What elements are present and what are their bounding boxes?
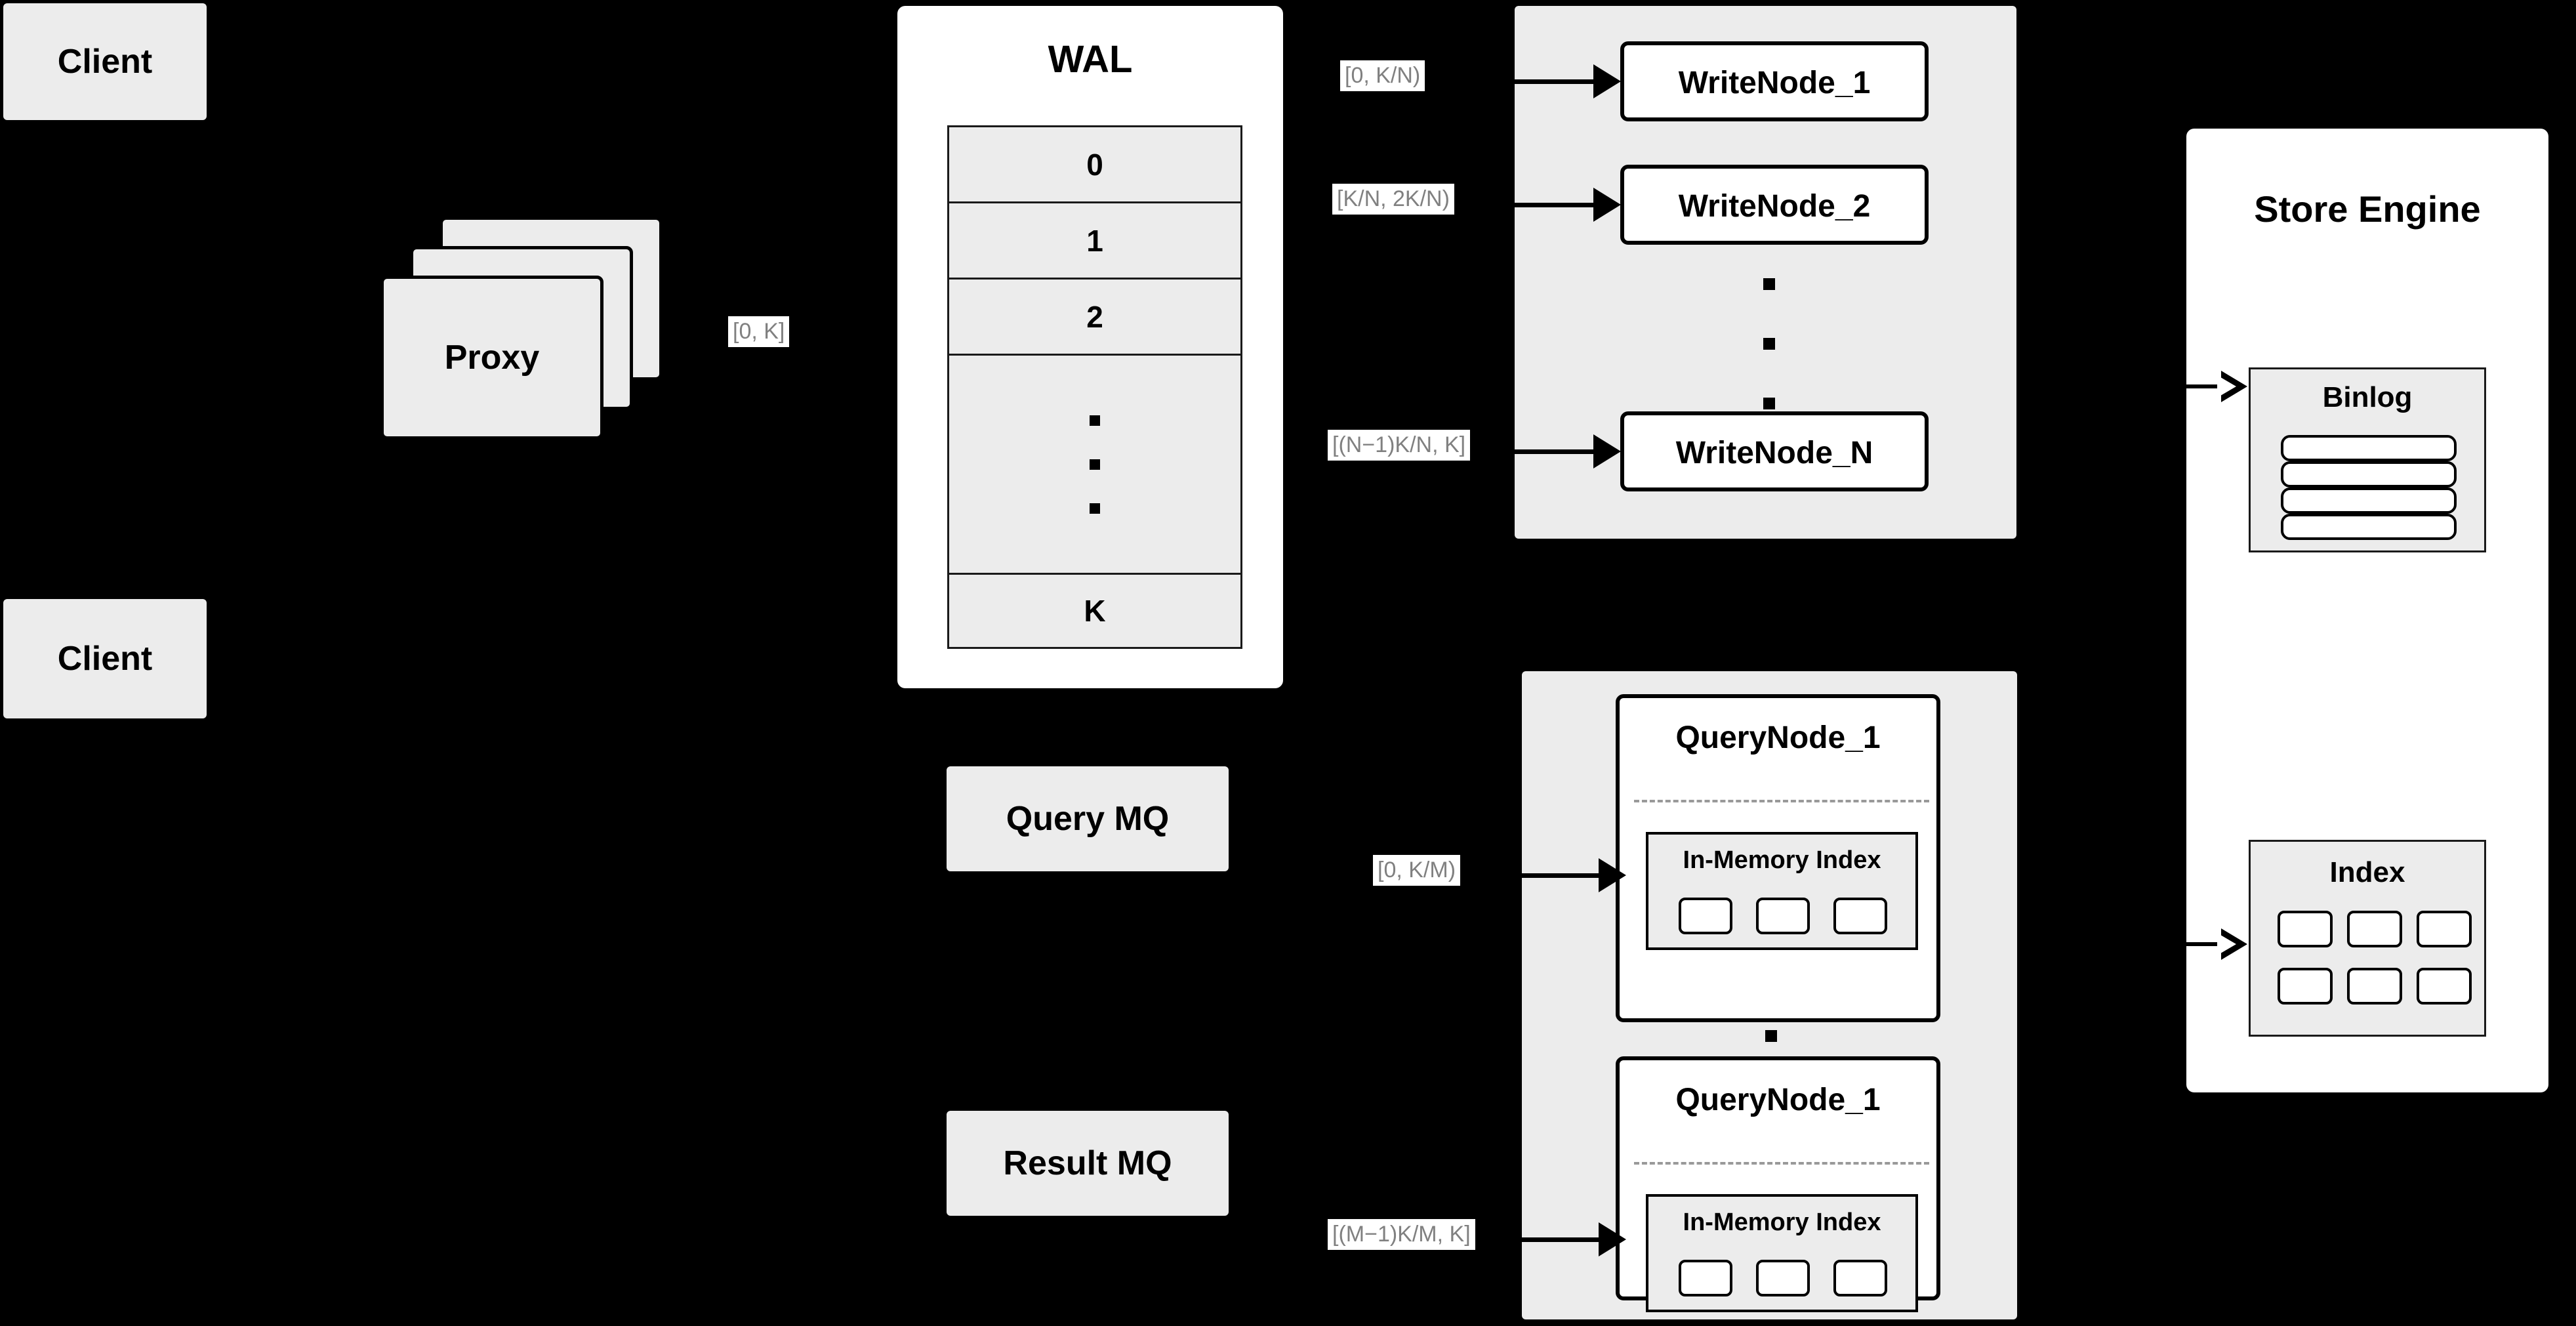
wal-title: WAL [1048, 38, 1133, 81]
index-chip[interactable] [2278, 968, 2333, 1005]
arrow-to-query-node-1 [1522, 858, 1627, 892]
index-chip[interactable] [1756, 898, 1810, 934]
query-edge-label-1: [0, K/M) [1373, 855, 1461, 886]
proxy-card-front[interactable]: Proxy [380, 276, 603, 440]
arrow-to-write-node-n [1515, 434, 1623, 468]
proxy-label: Proxy [444, 339, 540, 377]
query-mq-label: Query MQ [1006, 800, 1170, 838]
arrow-to-index [2183, 928, 2268, 960]
binlog-title: Binlog [2322, 381, 2413, 413]
wal-row[interactable]: 2 [947, 278, 1242, 354]
client-box-2[interactable]: Client [3, 599, 207, 718]
wal-row-label: K [1084, 594, 1106, 628]
binlog-row[interactable] [2281, 487, 2457, 514]
query-node-label: QueryNode_1 [1675, 720, 1881, 755]
index-chip[interactable] [2417, 968, 2472, 1005]
query-node-divider [1634, 800, 1929, 802]
result-mq-box[interactable]: Result MQ [947, 1111, 1229, 1216]
index-chip[interactable] [1833, 1260, 1887, 1296]
index-chip[interactable] [1833, 898, 1887, 934]
proxy-edge-label: [0, K] [728, 316, 790, 348]
write-node-n[interactable]: WriteNode_N [1620, 411, 1929, 491]
index-chip[interactable] [1756, 1260, 1810, 1296]
vertical-ellipsis-icon [1090, 415, 1100, 514]
write-node-label: WriteNode_N [1675, 436, 1873, 470]
binlog-row[interactable] [2281, 514, 2457, 540]
in-memory-index-2: In-Memory Index [1646, 1194, 1918, 1312]
arrow-to-write-node-2 [1515, 188, 1623, 222]
in-memory-index-1: In-Memory Index [1646, 832, 1918, 950]
index-title: Index [2329, 856, 2405, 888]
wal-row-ellipsis [947, 354, 1242, 573]
client-label: Client [57, 640, 153, 678]
index-chip[interactable] [2417, 911, 2472, 947]
client-box-1[interactable]: Client [3, 3, 207, 120]
write-node-label: WriteNode_1 [1678, 66, 1871, 100]
index-box: Index [2249, 840, 2486, 1037]
wal-rows: 0 1 2 K [947, 125, 1242, 649]
write-node-2[interactable]: WriteNode_2 [1620, 165, 1929, 245]
index-chip[interactable] [1679, 898, 1732, 934]
index-chip[interactable] [2278, 911, 2333, 947]
store-engine-title: Store Engine [2254, 188, 2481, 230]
query-node-divider [1634, 1162, 1929, 1165]
query-edge-label-m: [(M−1)K/M, K] [1328, 1219, 1475, 1251]
wal-panel: WAL 0 1 2 K [897, 6, 1283, 688]
index-chip[interactable] [2347, 911, 2402, 947]
binlog-box: Binlog [2249, 367, 2486, 552]
binlog-row[interactable] [2281, 461, 2457, 487]
query-node-2[interactable]: QueryNode_1 In-Memory Index [1616, 1056, 1940, 1312]
binlog-row[interactable] [2281, 435, 2457, 461]
query-node-label: QueryNode_1 [1675, 1083, 1881, 1117]
write-node-label: WriteNode_2 [1678, 189, 1871, 224]
write-node-1[interactable]: WriteNode_1 [1620, 41, 1929, 121]
wal-row-label: 2 [1086, 299, 1103, 334]
proxy-stack[interactable]: Proxy [380, 217, 689, 440]
wal-row-label: 1 [1086, 223, 1103, 258]
index-chip[interactable] [1679, 1260, 1732, 1296]
wal-row[interactable]: 0 [947, 125, 1242, 201]
query-node-1[interactable]: QueryNode_1 In-Memory Index [1616, 694, 1940, 1022]
client-label: Client [57, 43, 153, 81]
index-chip[interactable] [2347, 968, 2402, 1005]
in-memory-index-title: In-Memory Index [1683, 1209, 1881, 1236]
arrow-to-query-node-m [1522, 1222, 1627, 1256]
write-edge-label-n: [(N−1)K/N, K] [1328, 430, 1471, 461]
in-memory-index-title: In-Memory Index [1683, 846, 1881, 874]
write-edge-label-1: [0, K/N) [1340, 60, 1425, 92]
wal-row[interactable]: 1 [947, 201, 1242, 278]
wal-row-label: 0 [1086, 147, 1103, 182]
wal-row[interactable]: K [947, 573, 1242, 649]
query-mq-box[interactable]: Query MQ [947, 766, 1229, 871]
write-cluster-ellipsis-icon [1763, 278, 1776, 409]
arrow-to-binlog [2183, 371, 2268, 402]
write-edge-label-2: [K/N, 2K/N) [1332, 184, 1454, 215]
arrow-to-write-node-1 [1515, 64, 1623, 98]
result-mq-label: Result MQ [1003, 1144, 1172, 1182]
